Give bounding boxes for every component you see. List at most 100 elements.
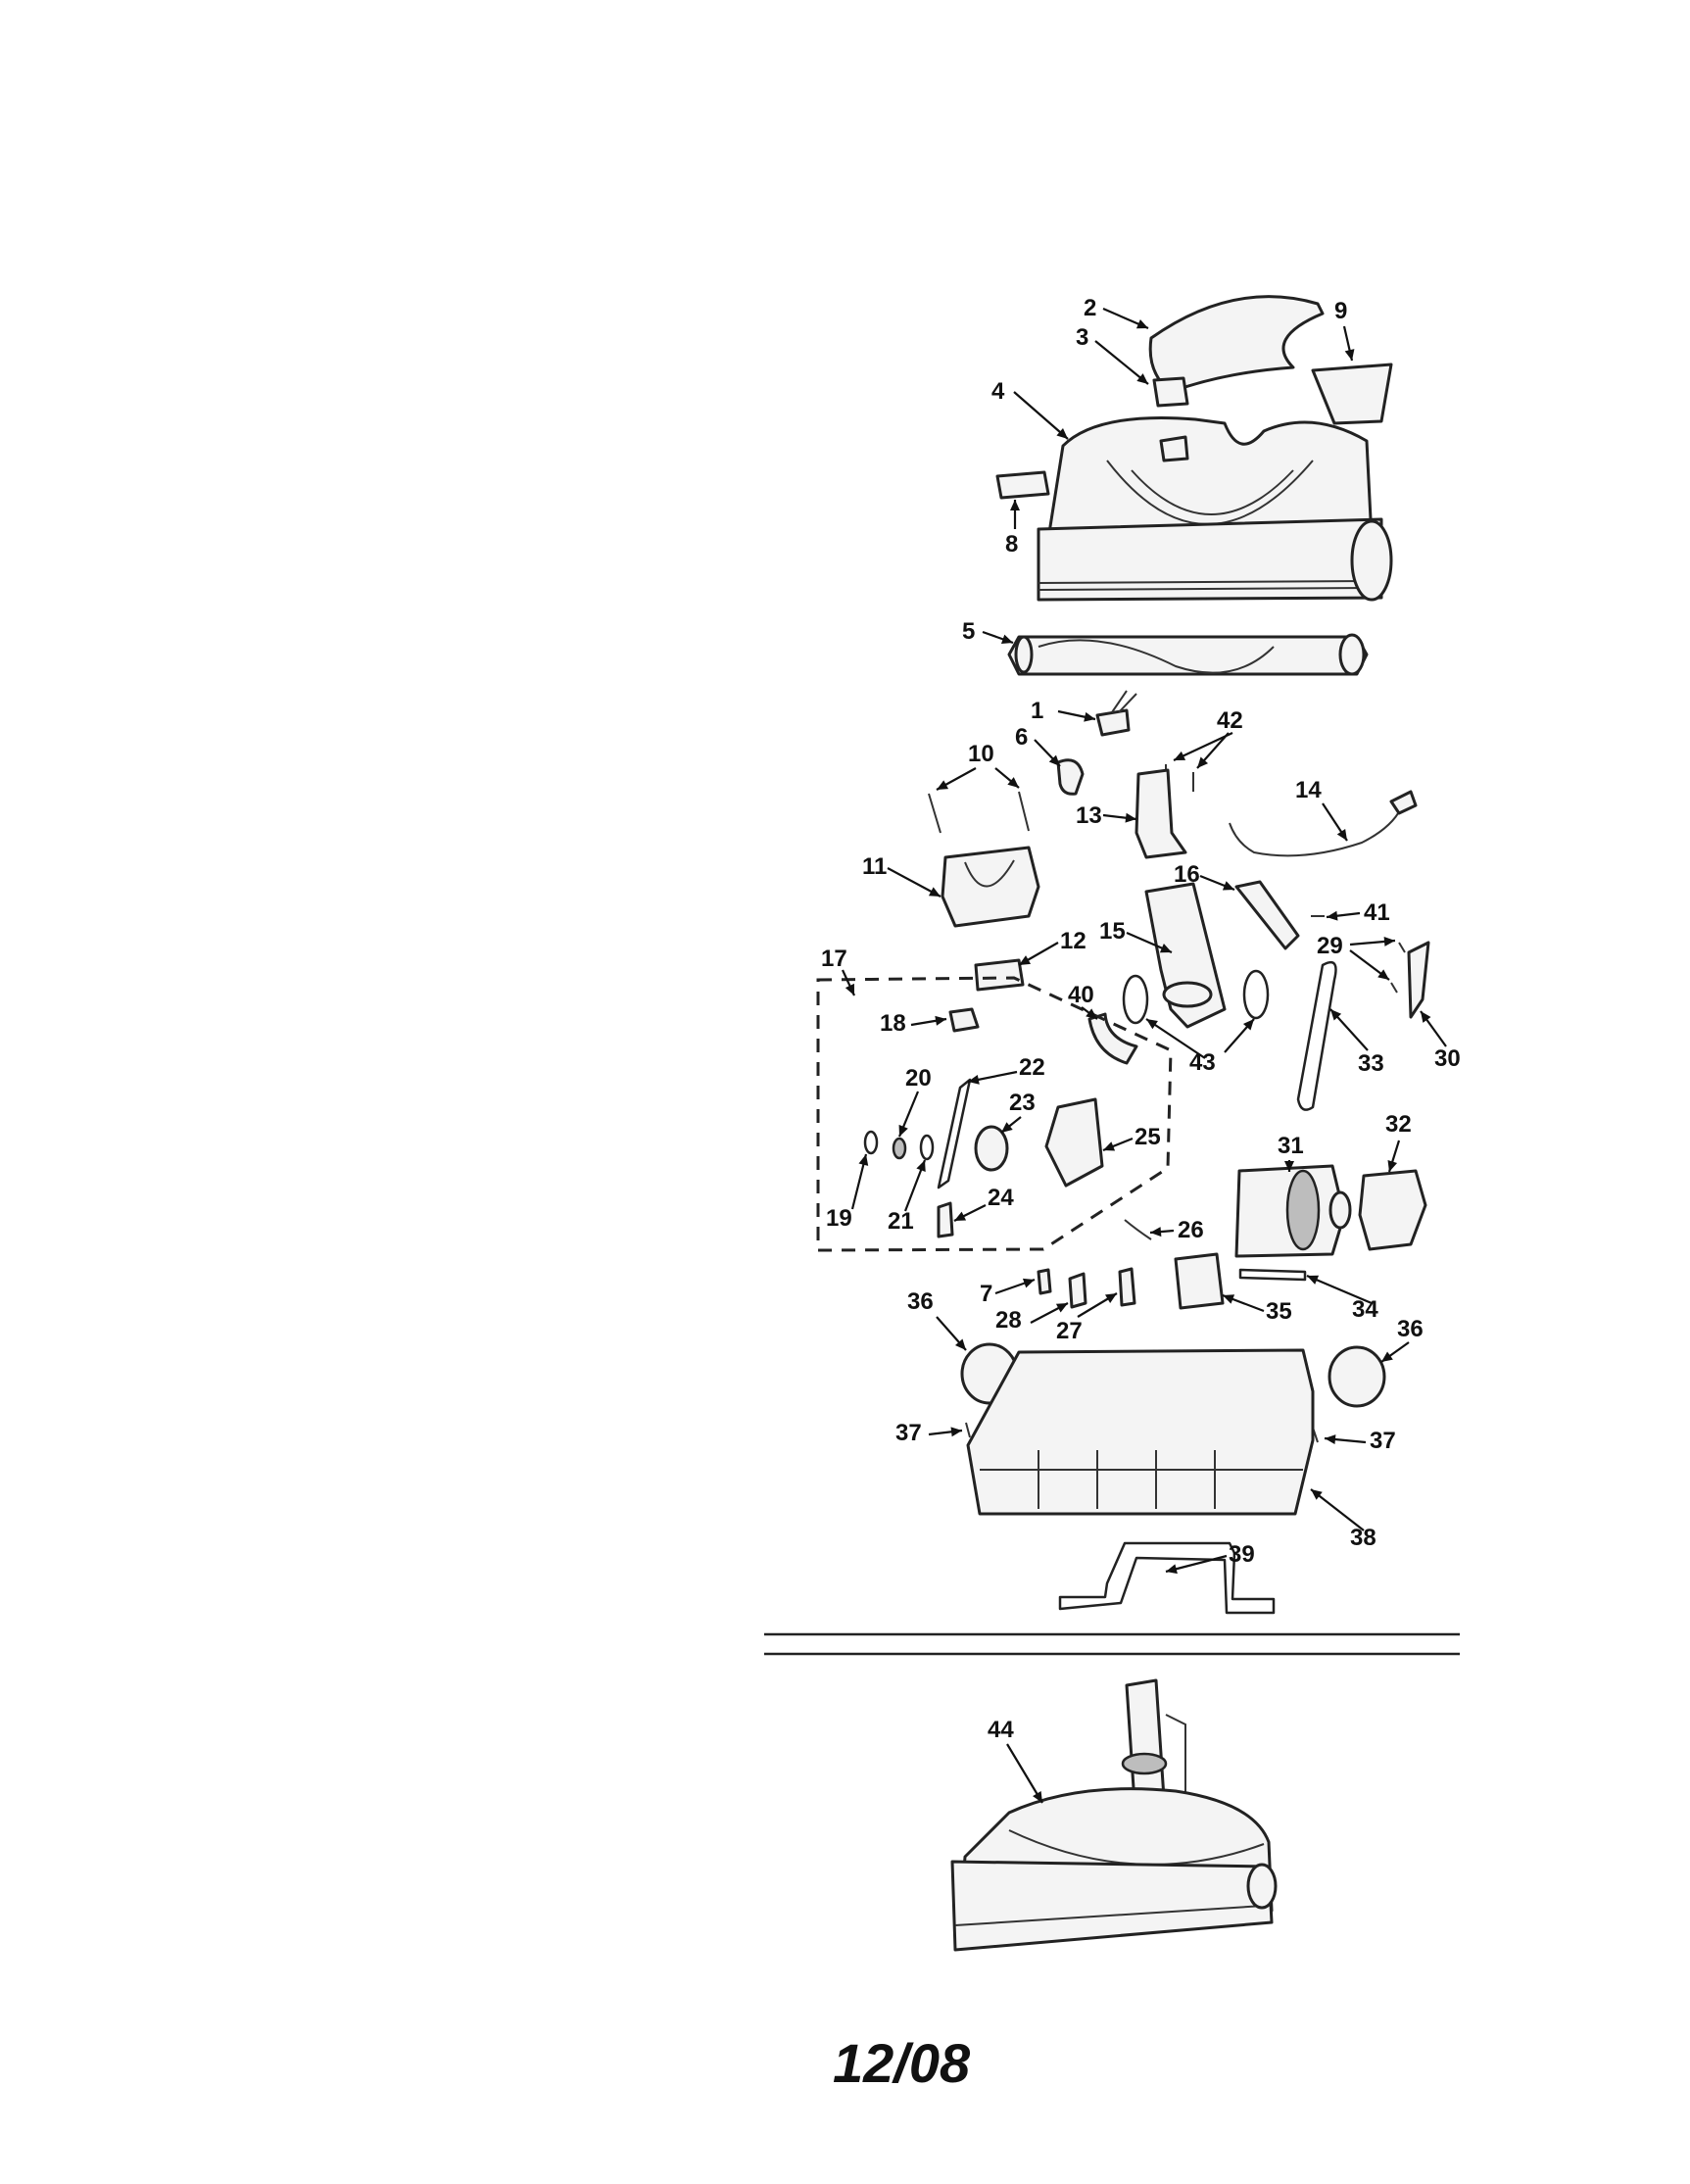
callout-39: 39 <box>1229 1541 1255 1568</box>
callout-41: 41 <box>1364 899 1390 926</box>
part-29-screw-b <box>1390 982 1398 994</box>
part-9-filter <box>1311 363 1393 425</box>
part-26-wire <box>1124 1219 1152 1240</box>
callout-9: 9 <box>1334 298 1347 324</box>
leader-arrowhead-33 <box>1330 1009 1342 1021</box>
group-17-outline <box>816 976 1173 1252</box>
callout-31: 31 <box>1278 1133 1304 1159</box>
part-35-clamp <box>1174 1252 1225 1310</box>
leader-arrowhead-29b <box>1377 969 1389 980</box>
leader-line-38 <box>1310 1488 1365 1531</box>
leader-arrowhead-36a <box>954 1338 966 1350</box>
part-3-pad <box>1152 376 1189 408</box>
part-13-bracket <box>1135 768 1187 859</box>
callout-30: 30 <box>1434 1045 1461 1072</box>
part-10-pin-a <box>928 793 942 834</box>
callout-11: 11 <box>862 853 887 880</box>
callout-23: 23 <box>1009 1090 1036 1116</box>
date-code: 12/08 <box>833 2032 971 2094</box>
leader-arrowhead-5 <box>1000 634 1013 645</box>
leader-arrowhead-18 <box>935 1015 946 1026</box>
leader-arrowhead-28 <box>1055 1303 1068 1313</box>
callout-2: 2 <box>1084 295 1096 321</box>
leader-arrowhead-4 <box>1056 428 1068 439</box>
leader-arrowhead-19 <box>858 1154 869 1166</box>
leader-arrowhead-43b <box>1242 1019 1254 1031</box>
part-30-bracket <box>1407 941 1430 1019</box>
callout-15: 15 <box>1099 918 1126 945</box>
leader-arrowhead-9 <box>1344 349 1355 361</box>
leader-arrowhead-12 <box>1019 955 1032 965</box>
part-22-lever <box>937 1078 972 1189</box>
leader-arrowhead-30 <box>1421 1011 1431 1023</box>
callout-17: 17 <box>821 946 847 972</box>
leader-arrowhead-20 <box>898 1124 908 1137</box>
callout-20: 20 <box>905 1065 932 1092</box>
callout-36-left: 36 <box>907 1288 934 1315</box>
leader-arrowhead-6 <box>1048 754 1060 766</box>
part-39-handle <box>1058 1541 1276 1615</box>
part-10-pin-b <box>1018 791 1030 832</box>
callout-7: 7 <box>980 1281 992 1307</box>
part-12-pad <box>974 958 1025 992</box>
part-drawings <box>764 295 1460 1952</box>
part-14-cord <box>1229 807 1402 857</box>
leader-arrowhead-14 <box>1336 829 1347 841</box>
leader-line-43a <box>1145 1018 1206 1059</box>
callout-42: 42 <box>1217 707 1243 734</box>
leader-arrowhead-25 <box>1103 1141 1116 1151</box>
part-15-neck <box>1144 882 1227 1029</box>
callout-35: 35 <box>1266 1298 1292 1325</box>
part-43-disc-left <box>1122 974 1149 1025</box>
leader-arrowhead-41 <box>1327 910 1338 921</box>
leader-arrowhead-16 <box>1222 881 1234 891</box>
leader-arrowhead-27 <box>1104 1293 1117 1303</box>
leader-arrowhead-21 <box>916 1160 926 1173</box>
part-16-lever <box>1234 880 1300 950</box>
leader-line-34 <box>1306 1274 1373 1305</box>
callout-44: 44 <box>988 1717 1014 1743</box>
part-29-screw-a <box>1398 942 1406 953</box>
leader-arrowhead-39 <box>1166 1564 1178 1575</box>
callout-26: 26 <box>1178 1217 1204 1243</box>
leader-arrowhead-17 <box>845 983 854 995</box>
leader-arrowhead-10a <box>937 780 949 790</box>
callout-1: 1 <box>1031 698 1043 724</box>
part-20-washer <box>892 1137 907 1160</box>
leader-arrowhead-24 <box>954 1211 967 1221</box>
callout-29: 29 <box>1317 933 1343 959</box>
leader-arrowhead-34 <box>1307 1275 1320 1285</box>
callout-10: 10 <box>968 741 994 767</box>
part-31-motor <box>1234 1164 1352 1258</box>
part-33-belt <box>1296 960 1337 1111</box>
callout-19: 19 <box>826 1205 852 1232</box>
part-38-base <box>966 1348 1315 1516</box>
callout-22: 22 <box>1019 1054 1045 1081</box>
leader-arrowhead-3 <box>1136 373 1148 384</box>
part-43-disc-right <box>1242 969 1270 1020</box>
part-24-clip <box>937 1201 954 1238</box>
callout-12: 12 <box>1060 928 1086 954</box>
callout-38: 38 <box>1350 1525 1376 1551</box>
leader-arrowhead-13 <box>1125 812 1136 823</box>
part-36-wheel-right <box>1328 1345 1386 1408</box>
part-19-washer <box>863 1130 879 1155</box>
callout-5: 5 <box>962 618 975 645</box>
leader-arrowhead-35 <box>1223 1294 1235 1304</box>
leader-lines <box>842 307 1447 1804</box>
part-11-housing <box>941 846 1040 928</box>
leader-arrowhead-11 <box>928 887 941 897</box>
callout-43: 43 <box>1189 1049 1216 1076</box>
callout-28: 28 <box>995 1307 1022 1334</box>
callout-40: 40 <box>1068 982 1094 1008</box>
leader-arrowhead-40 <box>1086 1008 1097 1019</box>
callout-18: 18 <box>880 1010 906 1037</box>
leader-arrowhead-36b <box>1381 1351 1393 1362</box>
part-40-elbow <box>1087 1012 1138 1065</box>
callout-37-right: 37 <box>1370 1428 1396 1454</box>
leader-arrowhead-44 <box>1033 1790 1042 1803</box>
leader-arrowhead-37b <box>1325 1434 1336 1445</box>
leader-arrowhead-8 <box>1010 500 1020 510</box>
part-7-nut <box>1037 1268 1052 1295</box>
callout-6: 6 <box>1015 724 1028 751</box>
